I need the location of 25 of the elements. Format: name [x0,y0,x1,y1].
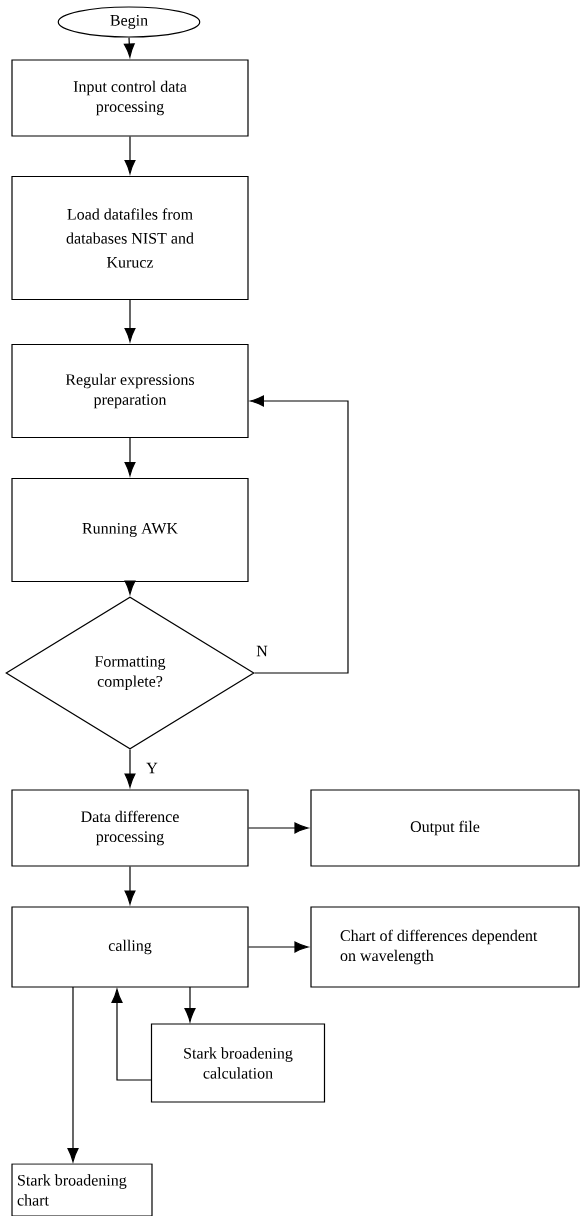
output-box: Chart of differences dependent on wavelength [310,906,580,988]
output-box: Output file [310,789,580,867]
arrow [124,749,136,788]
output-box: Stark broadening chart [11,1163,153,1216]
arrow [111,988,153,1081]
edge-label: N [255,644,269,658]
arrow [248,822,309,834]
process-box: Regular expressions preparation [11,343,249,439]
process-box: Load datafiles from databases NIST and Kurucz [11,175,249,301]
arrow [184,986,196,1023]
arrow [124,580,136,595]
process-box: Stark broadening calculation [150,1023,326,1103]
arrow [124,299,136,343]
arrow [124,136,136,175]
process-box: Data difference processing [11,789,249,867]
process-box: Running AWK [11,477,249,583]
arrow [67,986,79,1163]
arrow [249,395,349,674]
process-box: calling [11,906,249,988]
edge-label: Y [145,761,159,775]
arrow [124,866,136,905]
arrow [123,37,135,58]
arrow [124,437,136,477]
process-box: Input control data processing [11,59,249,137]
arrow [248,941,309,953]
